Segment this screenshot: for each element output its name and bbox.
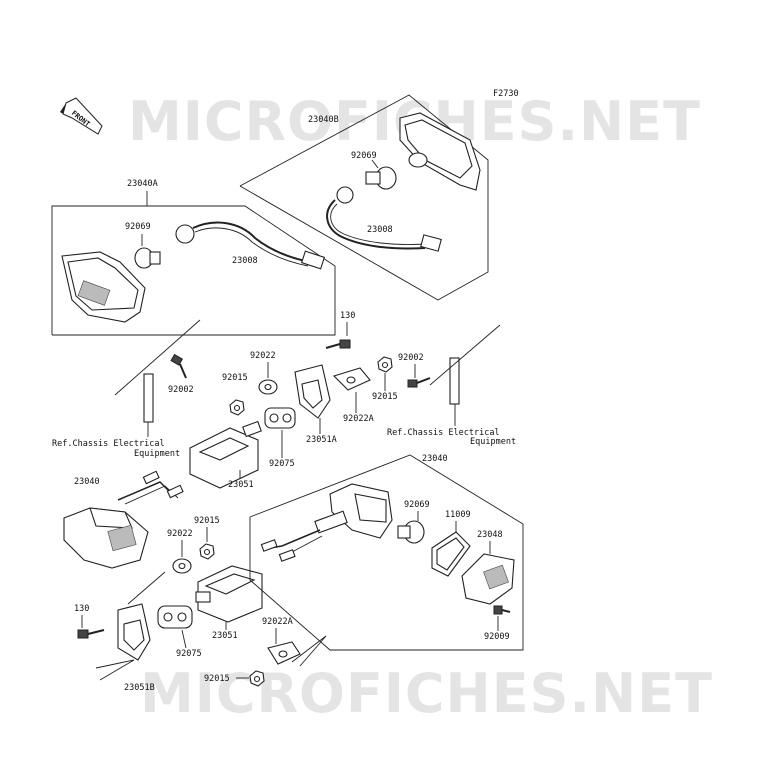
- stem-23051-bottom: [195, 565, 263, 623]
- bolt-130-top: [325, 339, 351, 349]
- label-92002-right: 92002: [398, 353, 424, 363]
- lens-23048: [461, 553, 515, 605]
- ref-label-left-line1: Ref.Chassis Electrical: [52, 439, 165, 449]
- label-92015-bottom: 92015: [204, 674, 230, 684]
- washer-92022-mid: [172, 558, 192, 574]
- turn-signal-right-housing: [314, 483, 393, 539]
- bracket-23051b: [117, 603, 151, 661]
- label-92069-left: 92069: [125, 222, 151, 232]
- watermark-bottom: MICROFICHES.NET: [140, 662, 713, 725]
- bulb-92069-right: [397, 520, 425, 544]
- bulb-92069-left: [134, 247, 161, 269]
- gasket-11009: [431, 531, 471, 577]
- washer-92022a-bottom: [267, 641, 301, 665]
- grommet-92075-top: [264, 407, 296, 429]
- connector-stub-left: [143, 373, 154, 423]
- label-23040b: 23040B: [308, 115, 339, 125]
- label-23051a: 23051A: [306, 435, 337, 445]
- socket-harness-23008-top: [326, 186, 442, 252]
- label-23040a: 23040A: [127, 179, 158, 189]
- washer-92022a-top: [332, 367, 371, 391]
- ref-label-right-line1: Ref.Chassis Electrical: [387, 428, 500, 438]
- label-92022a-bottom: 92022A: [262, 617, 293, 627]
- front-arrow-icon: FRONT: [60, 97, 103, 135]
- assembly-23040-left: 23040 92015 92022 23051: [63, 470, 327, 693]
- label-92009: 92009: [484, 632, 510, 642]
- label-92015-right: 92015: [372, 392, 398, 402]
- rear-turn-signal-housing: [399, 112, 481, 191]
- label-92022a-top: 92022A: [343, 414, 374, 424]
- nut-92015-left: [229, 399, 245, 416]
- assembly-23040a: 23040A 92069 23008: [51, 179, 336, 336]
- label-23040-left: 23040: [74, 477, 100, 487]
- label-23051-top: 23051: [228, 480, 254, 490]
- label-92069-top: 92069: [351, 151, 377, 161]
- turn-signal-left-front: [63, 507, 149, 569]
- figure-code: F2730: [493, 89, 519, 99]
- screw-92009: [493, 605, 511, 615]
- ref-label-right-line2: Equipment: [470, 437, 516, 447]
- bracket-23051a: [294, 364, 331, 419]
- screw-92002-right: [407, 377, 431, 388]
- bulb-92069-top: [365, 166, 397, 190]
- label-92069-right: 92069: [404, 500, 430, 510]
- label-23051-bottom: 23051: [212, 631, 238, 641]
- grommet-92075-bottom: [157, 605, 193, 629]
- nut-92015-mid: [199, 543, 215, 560]
- ref-label-left-line2: Equipment: [134, 449, 180, 459]
- nut-92015-right: [377, 356, 393, 373]
- label-23008-top: 23008: [367, 225, 393, 235]
- label-92015-mid: 92015: [194, 516, 220, 526]
- label-92022-top: 92022: [250, 351, 276, 361]
- turn-signal-lens-left: [61, 251, 146, 323]
- stem-23051-top: [189, 420, 262, 489]
- label-130-top: 130: [340, 311, 355, 321]
- label-92022-mid: 92022: [167, 529, 193, 539]
- nut-92015-bottom: [249, 670, 265, 687]
- assembly-23040-right: 23040 92069 11009 23048: [249, 454, 524, 651]
- label-92015-left: 92015: [222, 373, 248, 383]
- label-23040-right: 23040: [422, 454, 448, 464]
- label-11009: 11009: [445, 510, 471, 520]
- label-92075-bottom: 92075: [176, 649, 202, 659]
- label-92075-top: 92075: [269, 459, 295, 469]
- screw-92002-left: [170, 353, 187, 379]
- connector-stub-right: [449, 357, 460, 405]
- label-92002-left: 92002: [168, 385, 194, 395]
- mount-parts-middle: 130 23051A 92022 92015 92002: [114, 311, 501, 490]
- label-23051b: 23051B: [124, 683, 155, 693]
- washer-92022-top: [258, 379, 278, 395]
- label-23008-left: 23008: [232, 256, 258, 266]
- socket-harness-23008-left: [175, 221, 326, 270]
- bolt-130-bottom: [77, 629, 105, 639]
- assembly-23040b: 23040B 92069 23008: [239, 94, 489, 301]
- label-23048: 23048: [477, 530, 503, 540]
- label-130-bottom: 130: [74, 604, 89, 614]
